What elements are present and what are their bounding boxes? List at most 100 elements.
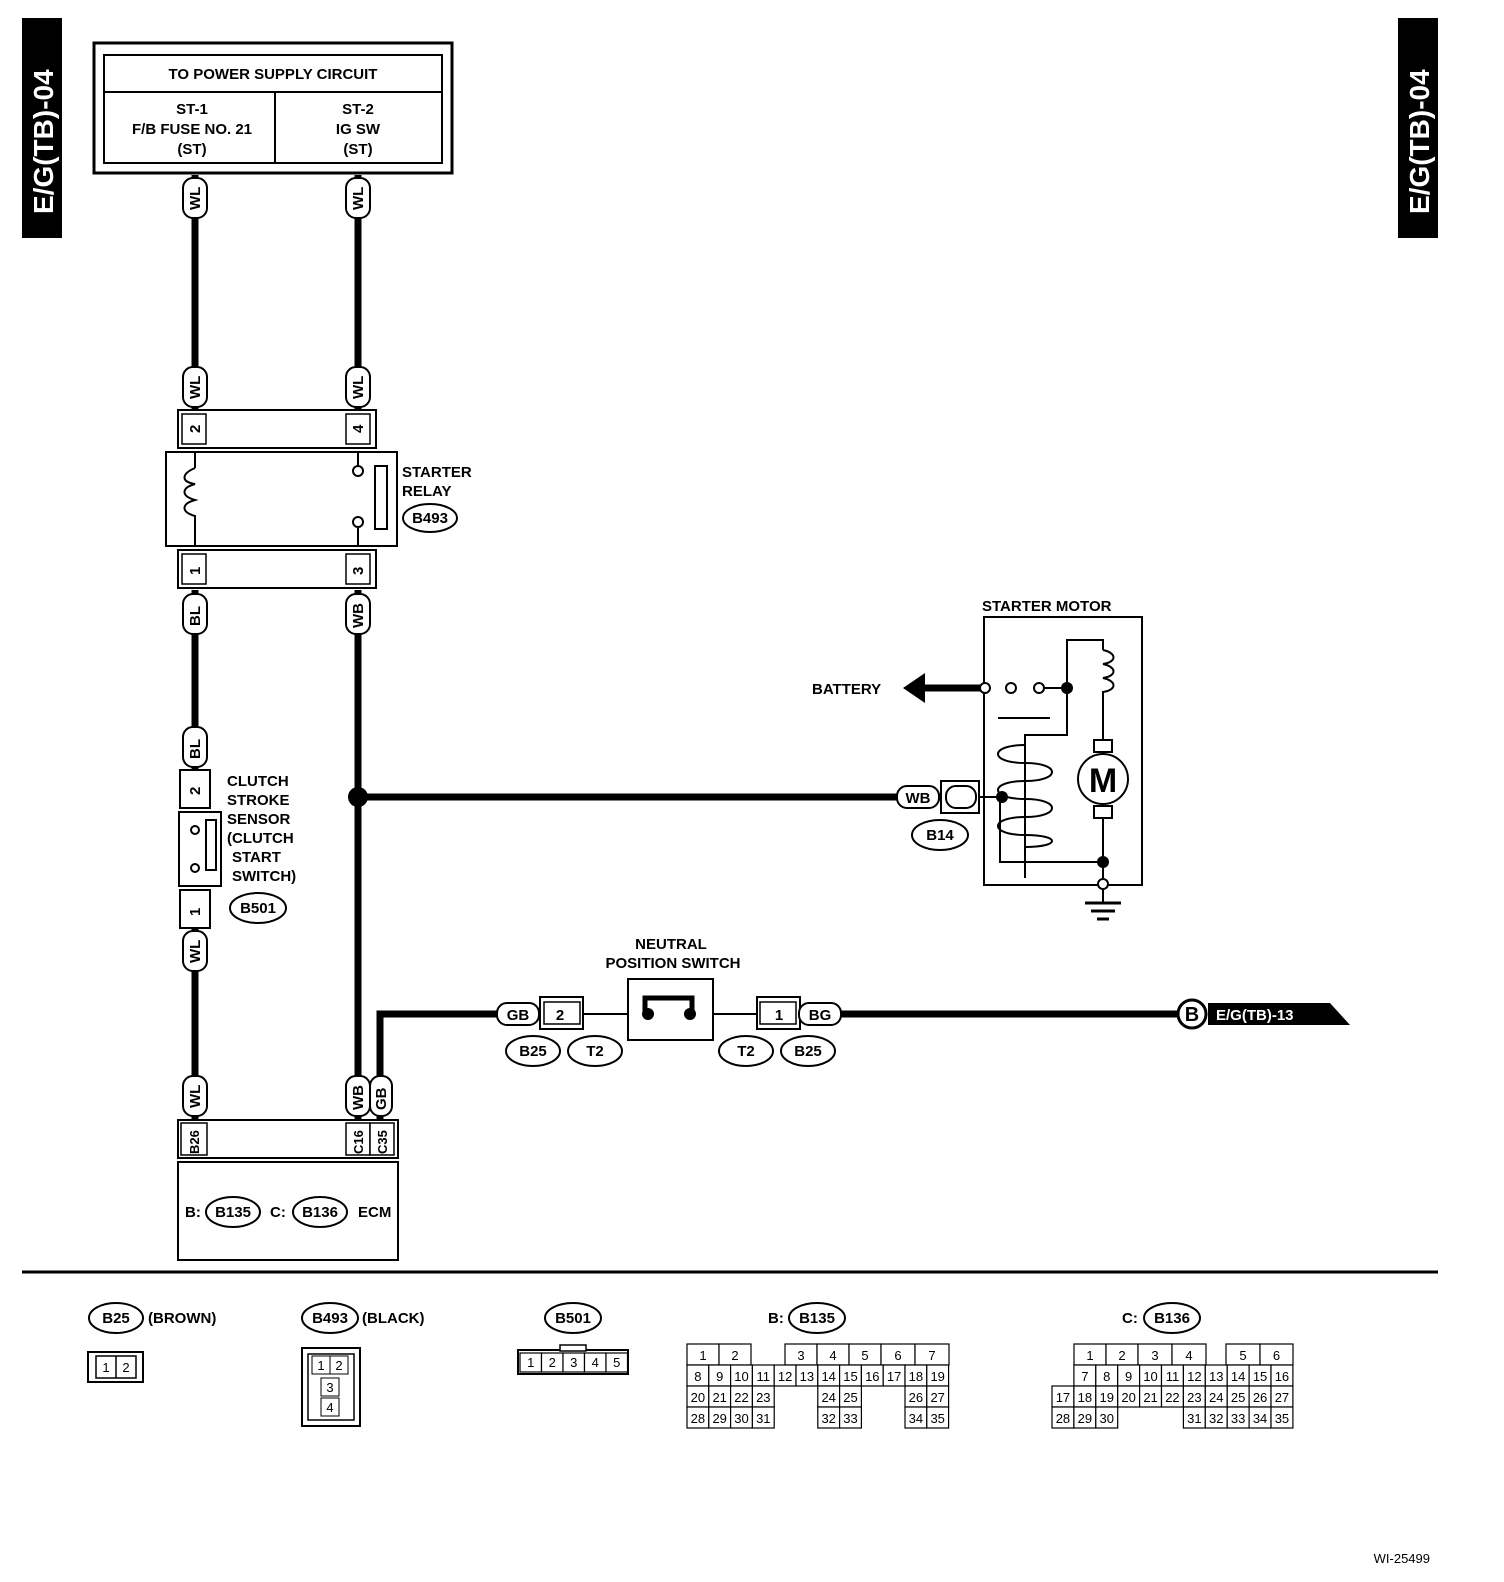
svg-text:B136: B136 xyxy=(1154,1310,1190,1327)
b135-pin-label: 23 xyxy=(756,1390,770,1405)
svg-text:B:: B: xyxy=(185,1204,201,1221)
b136-pin-label: 9 xyxy=(1125,1369,1132,1384)
b136-pin-label: 10 xyxy=(1143,1369,1157,1384)
b136-pin-label: 4 xyxy=(1185,1348,1192,1363)
svg-text:C:: C: xyxy=(270,1204,286,1221)
st1-label: ST-1 xyxy=(176,101,208,118)
b136-pin-label: 18 xyxy=(1078,1390,1092,1405)
b135-pin-label: 3 xyxy=(797,1348,804,1363)
b136-pin-label: 26 xyxy=(1253,1390,1267,1405)
svg-text:BG: BG xyxy=(809,1007,832,1024)
b136-pin-label: 17 xyxy=(1056,1390,1070,1405)
svg-text:(BLACK): (BLACK) xyxy=(362,1310,424,1327)
svg-text:C:: C: xyxy=(1122,1310,1138,1327)
b136-pin-label: 28 xyxy=(1056,1411,1070,1426)
b135-pin-label: 28 xyxy=(691,1411,705,1426)
st1-st: (ST) xyxy=(177,141,206,158)
ecm: B26 C16 C35 B: B135 C: B136 ECM xyxy=(177,1119,399,1261)
svg-text:B14: B14 xyxy=(926,827,954,844)
svg-text:WL: WL xyxy=(187,1085,204,1108)
b135-pin-label: 22 xyxy=(734,1390,748,1405)
wire-tag-wl-2: WL xyxy=(345,177,371,219)
b136-pin-label: 25 xyxy=(1231,1390,1245,1405)
side-tab-left: E/G(TB)-04 xyxy=(22,18,62,238)
b135-pin-label: 14 xyxy=(821,1369,835,1384)
svg-text:T2: T2 xyxy=(586,1043,604,1060)
b136-pin-label: 13 xyxy=(1209,1369,1223,1384)
relay-label-1: STARTER xyxy=(402,464,472,481)
b501-pin-label: 2 xyxy=(549,1355,556,1370)
wire-tag-wl-1: WL xyxy=(182,177,208,219)
battery-arrow-icon xyxy=(903,673,925,703)
b136-pin xyxy=(1270,1406,1294,1429)
b135-pin-label: 26 xyxy=(909,1390,923,1405)
svg-text:WL: WL xyxy=(187,940,204,963)
b136-pin-label: 8 xyxy=(1103,1369,1110,1384)
b136-pin-label: 33 xyxy=(1231,1411,1245,1426)
power-supply-box: TO POWER SUPPLY CIRCUIT ST-1 F/B FUSE NO… xyxy=(92,41,454,175)
svg-text:SWITCH): SWITCH) xyxy=(232,868,296,885)
svg-text:C35: C35 xyxy=(375,1130,390,1154)
svg-text:B25: B25 xyxy=(794,1043,822,1060)
svg-text:1: 1 xyxy=(102,1360,109,1375)
b135-pin-label: 1 xyxy=(699,1348,706,1363)
svg-text:B25: B25 xyxy=(102,1310,130,1327)
b135-pin xyxy=(838,1406,862,1429)
svg-text:2: 2 xyxy=(187,425,204,433)
svg-text:POSITION SWITCH: POSITION SWITCH xyxy=(606,955,741,972)
b135-pin-label: 9 xyxy=(716,1369,723,1384)
relay-label-2: RELAY xyxy=(402,483,451,500)
svg-text:STARTER MOTOR: STARTER MOTOR xyxy=(982,598,1112,615)
svg-text:1: 1 xyxy=(317,1358,324,1373)
svg-text:B493: B493 xyxy=(312,1310,348,1327)
motor-m-icon: M xyxy=(1089,762,1117,800)
st2-st: (ST) xyxy=(343,141,372,158)
svg-text:BL: BL xyxy=(187,739,204,759)
b135-pin-label: 18 xyxy=(909,1369,923,1384)
b135-pin-label: 13 xyxy=(800,1369,814,1384)
b135-pin-label: 2 xyxy=(731,1348,738,1363)
b501-pin-label: 1 xyxy=(527,1355,534,1370)
svg-text:C16: C16 xyxy=(351,1130,366,1154)
b136-pin-label: 19 xyxy=(1100,1390,1114,1405)
svg-text:B501: B501 xyxy=(555,1310,591,1327)
b135-pin-label: 31 xyxy=(756,1411,770,1426)
legend-b493: B493 (BLACK) 1 2 3 4 xyxy=(301,1302,424,1427)
svg-text:3: 3 xyxy=(350,567,367,575)
svg-text:B25: B25 xyxy=(519,1043,547,1060)
svg-text:E/G(TB)-13: E/G(TB)-13 xyxy=(1216,1007,1294,1024)
b136-pin-label: 24 xyxy=(1209,1390,1223,1405)
svg-text:1: 1 xyxy=(187,908,204,916)
svg-text:BATTERY: BATTERY xyxy=(812,681,881,698)
svg-text:(BROWN): (BROWN) xyxy=(148,1310,216,1327)
b136-pin-label: 23 xyxy=(1187,1390,1201,1405)
b136-pin-label: 22 xyxy=(1165,1390,1179,1405)
svg-text:WL: WL xyxy=(350,187,367,210)
wire-tag-gb-1: GB xyxy=(369,1075,393,1117)
svg-text:B501: B501 xyxy=(240,900,276,917)
neutral-position-switch: NEUTRAL POSITION SWITCH GB 2 1 BG B25 T2… xyxy=(496,936,1350,1067)
b135-pin-label: 16 xyxy=(865,1369,879,1384)
side-tab-right-text: E/G(TB)-04 xyxy=(1404,69,1435,214)
svg-text:WB: WB xyxy=(906,790,931,807)
b136-pin-label: 5 xyxy=(1239,1348,1246,1363)
starter-motor: STARTER MOTOR BATTERY M WB B14 xyxy=(812,598,1143,921)
svg-text:WB: WB xyxy=(350,1085,367,1110)
b136-pin-label: 20 xyxy=(1121,1390,1135,1405)
b135-pin-label: 33 xyxy=(843,1411,857,1426)
b136-pin-label: 15 xyxy=(1253,1369,1267,1384)
b135-pin-label: 30 xyxy=(734,1411,748,1426)
b136-pin-label: 14 xyxy=(1231,1369,1245,1384)
b136-pin xyxy=(1095,1406,1119,1429)
b136-pin-label: 6 xyxy=(1273,1348,1280,1363)
starter-relay: 2 4 1 3 STARTER RELAY B493 xyxy=(165,409,472,589)
b135-pin-label: 32 xyxy=(821,1411,835,1426)
b136-pin-label: 29 xyxy=(1078,1411,1092,1426)
svg-text:WL: WL xyxy=(187,376,204,399)
svg-text:CLUTCH: CLUTCH xyxy=(227,773,289,790)
